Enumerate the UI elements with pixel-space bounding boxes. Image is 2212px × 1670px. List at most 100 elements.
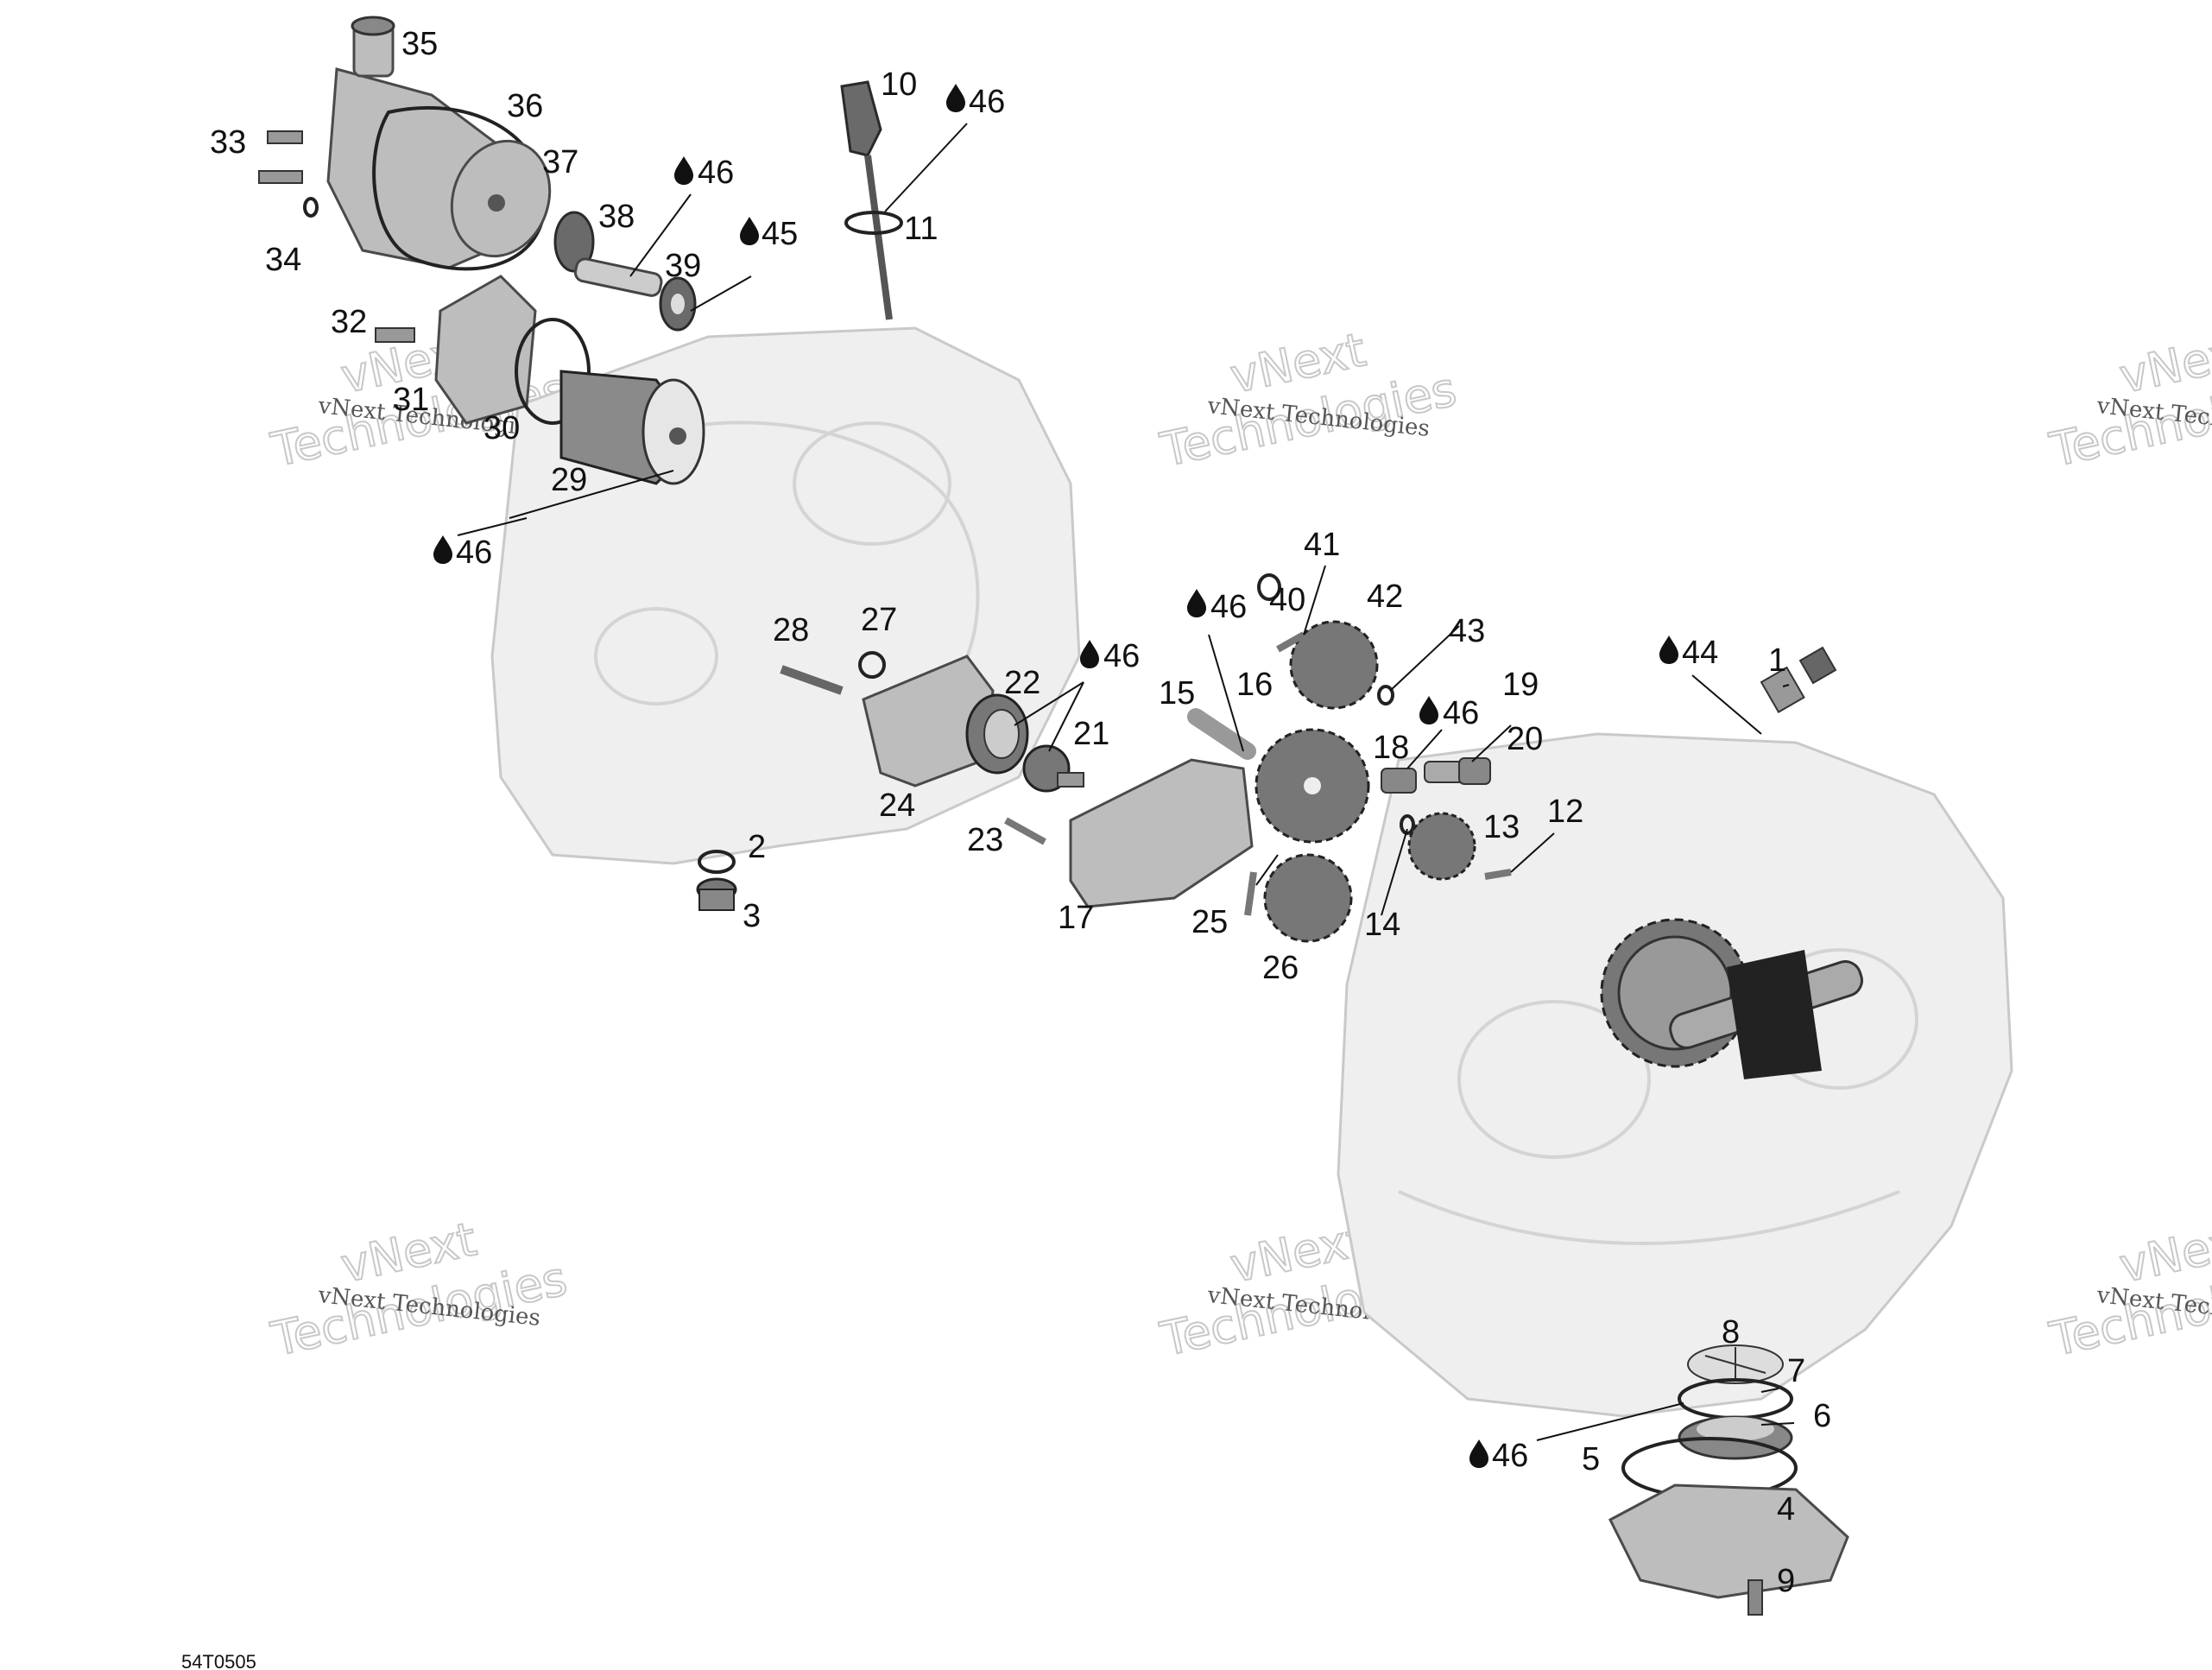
watermark-2: vNext Technologies vNext Technologies [1155,321,1462,478]
watermark-6: vNext Technologies vNext Technologies [2045,1211,2212,1368]
oring-27 [858,651,886,679]
cover-4 [1608,1483,1849,1599]
bolt-9 [1747,1579,1763,1616]
callout-3: 3 [743,898,761,934]
oring-11 [844,211,903,235]
leader-lines [457,123,1795,1441]
lubricant-callouts: 46 46 45 46 46 46 46 44 [433,84,1718,1474]
callout-39: 39 [665,248,701,284]
callout-40: 40 [1269,582,1305,618]
callout-41: 41 [1304,527,1340,563]
oil-drop-icon [674,156,693,185]
lube-callout-46-shaft15: 46 [1187,589,1247,625]
clip-43 [1377,685,1394,705]
svg-text:44: 44 [1682,635,1718,671]
callout-11: 11 [904,211,938,247]
shaft-15 [1187,708,1256,760]
crankcase-right [1337,732,2013,1418]
svg-text:46: 46 [1103,638,1140,674]
spring-20 [1458,757,1491,785]
callout-23: 23 [967,822,1003,858]
lube-callout-46-shaft: 46 [674,155,734,191]
callout-15: 15 [1159,675,1195,712]
pump-body-17 [1069,758,1254,908]
ring-40 [1257,573,1281,601]
callout-2: 2 [748,829,766,865]
pin-28 [780,665,844,695]
callout-31: 31 [393,382,429,418]
oring-2 [698,850,736,874]
svg-text:46: 46 [969,84,1005,120]
gasket-36 [372,105,547,271]
callout-7: 7 [1787,1353,1805,1389]
dipstick-10 [840,80,893,320]
svg-text:46: 46 [456,535,492,571]
lube-callout-46-strainer: 46 [1469,1438,1528,1474]
oil-drop-icon [1659,636,1678,664]
lube-callout-46-springs: 46 [1419,695,1479,731]
callout-27: 27 [861,602,897,638]
callout-35: 35 [401,26,438,62]
svg-text:46: 46 [698,155,734,191]
lube-callout-45: 45 [740,216,798,252]
callout-32: 32 [331,304,367,340]
lube-callout-46-rotor: 46 [1080,638,1140,674]
watermark-3: vNext Technologies vNext Technologies [2045,321,2212,478]
rotor-22 [965,693,1029,775]
callout-38: 38 [598,199,635,235]
callout-17: 17 [1058,900,1094,936]
gear-26 [1263,853,1353,943]
pin-12 [1484,869,1512,880]
callout-28: 28 [773,612,809,648]
lube-callout-44: 44 [1659,635,1718,671]
svg-text:45: 45 [762,216,798,252]
oil-pressure-sensor-1 [1760,646,1837,714]
pump-shaft-38 [553,211,663,297]
callout-labels: 1 2 3 4 5 6 7 8 9 10 11 12 13 14 15 16 1… [210,26,1831,1599]
pin-25 [1244,871,1257,916]
drain-plug-3 [696,877,737,911]
figure-code: 54T0505 [181,1651,256,1670]
gear-42 [1289,620,1379,710]
callout-29: 29 [551,462,587,498]
lube-callout-46-filter: 46 [433,535,492,571]
callout-20: 20 [1507,721,1543,757]
callout-12: 12 [1547,794,1583,830]
callout-42: 42 [1367,579,1403,615]
callout-34: 34 [265,242,301,278]
svg-text:46: 46 [1492,1438,1528,1474]
bolt-32 [375,327,415,343]
callout-13: 13 [1483,809,1520,845]
callout-36: 36 [507,88,543,124]
oil-drop-icon [1419,696,1438,724]
clip-14 [1400,814,1415,835]
callout-16: 16 [1236,667,1273,703]
callout-18: 18 [1373,730,1409,766]
callout-19: 19 [1502,667,1539,703]
callout-21: 21 [1073,716,1109,752]
pin-41 [1276,631,1305,653]
callout-5: 5 [1582,1441,1600,1477]
inner-rotor-21 [1022,744,1084,793]
svg-text:46: 46 [1210,589,1247,625]
oil-drop-icon [1187,589,1206,617]
seal-39 [659,276,697,332]
spacer-6 [1678,1415,1793,1460]
oring-30 [515,318,591,425]
pin-23 [1004,817,1046,845]
callout-30: 30 [483,410,520,446]
callout-26: 26 [1262,950,1299,986]
oil-filter-29 [559,370,705,485]
bolts-33 [258,130,303,184]
callout-37: 37 [542,144,578,180]
oil-drop-icon [946,84,965,112]
callout-4: 4 [1777,1491,1795,1528]
callout-33: 33 [210,124,246,161]
callout-43: 43 [1449,613,1485,649]
screen-8 [1687,1344,1784,1384]
callout-25: 25 [1191,904,1228,940]
gear-13 [1407,812,1476,881]
crankshaft [1600,918,1863,1079]
lube-callout-46-dipstick: 46 [946,84,1005,120]
